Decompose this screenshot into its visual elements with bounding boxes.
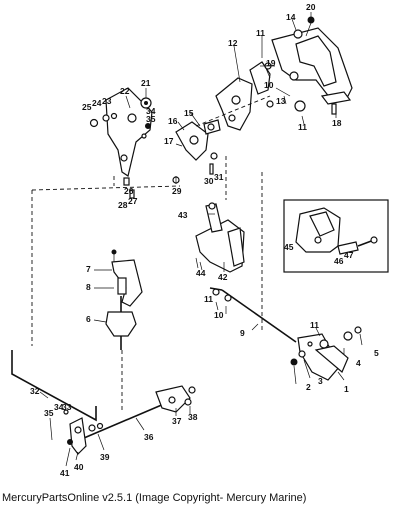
callout-34: 34 bbox=[54, 402, 64, 412]
callout-19: 19 bbox=[266, 58, 276, 68]
callout-34: 34 bbox=[146, 106, 156, 116]
callout-26: 26 bbox=[124, 186, 134, 196]
callout-10: 10 bbox=[264, 80, 274, 90]
callout-39: 39 bbox=[100, 452, 110, 462]
callout-3: 3 bbox=[318, 376, 323, 386]
callout-24: 24 bbox=[92, 98, 102, 108]
shift-lever-bracket bbox=[195, 202, 245, 273]
callout-30: 30 bbox=[204, 176, 214, 186]
callout-35: 35 bbox=[146, 114, 156, 124]
callout-18: 18 bbox=[332, 118, 342, 128]
callout-17: 17 bbox=[164, 136, 174, 146]
callout-46: 46 bbox=[334, 256, 344, 266]
callout-6: 6 bbox=[86, 314, 91, 324]
callout-15: 15 bbox=[184, 108, 194, 118]
callout-11: 11 bbox=[204, 294, 213, 304]
callout-2: 2 bbox=[306, 382, 311, 392]
callout-38: 38 bbox=[188, 412, 198, 422]
shift-bracket-assembly bbox=[215, 16, 353, 131]
callout-43: 43 bbox=[178, 210, 188, 220]
callout-25: 25 bbox=[82, 102, 92, 112]
callout-11: 11 bbox=[298, 122, 307, 132]
callout-20: 20 bbox=[306, 2, 316, 12]
callout-45: 45 bbox=[284, 242, 294, 252]
callout-leaders bbox=[39, 12, 363, 467]
callout-22: 22 bbox=[120, 86, 130, 96]
callout-36: 36 bbox=[144, 432, 154, 442]
callout-42: 42 bbox=[218, 272, 228, 282]
callout-31: 31 bbox=[214, 172, 224, 182]
callout-33: 33 bbox=[62, 402, 72, 412]
callout-21: 21 bbox=[141, 78, 151, 88]
bellcrank bbox=[123, 119, 221, 199]
copyright-caption: MercuryPartsOnline v2.5.1 (Image Copyrig… bbox=[2, 492, 307, 504]
callout-44: 44 bbox=[196, 268, 206, 278]
callout-14: 14 bbox=[286, 12, 296, 22]
callout-16: 16 bbox=[168, 116, 178, 126]
shift-lever-assembly bbox=[290, 326, 362, 381]
callout-41: 41 bbox=[60, 468, 70, 478]
callout-27: 27 bbox=[128, 196, 138, 206]
lever-bracket bbox=[89, 87, 153, 177]
callout-labels: 20 14 11 12 19 10 13 11 18 21 22 25 24 2… bbox=[30, 2, 379, 478]
callout-23: 23 bbox=[102, 96, 112, 106]
callout-5: 5 bbox=[374, 348, 379, 358]
callout-28: 28 bbox=[118, 200, 128, 210]
reference-dashed-lines bbox=[31, 95, 271, 412]
callout-32: 32 bbox=[30, 386, 40, 396]
callout-40: 40 bbox=[74, 462, 84, 472]
callout-10: 10 bbox=[214, 310, 224, 320]
callout-47: 47 bbox=[344, 250, 354, 260]
callout-4: 4 bbox=[356, 358, 361, 368]
callout-13: 13 bbox=[276, 96, 286, 106]
callout-8: 8 bbox=[86, 282, 91, 292]
parts-exploded-diagram: 20 14 11 12 19 10 13 11 18 21 22 25 24 2… bbox=[11, 2, 389, 478]
lower-shift-shaft-assembly bbox=[11, 350, 196, 455]
governor-lever-assembly bbox=[105, 249, 143, 350]
shift-rod-assembly bbox=[209, 287, 297, 343]
callout-35: 35 bbox=[44, 408, 54, 418]
inset-detail-box bbox=[283, 199, 389, 273]
callout-7: 7 bbox=[86, 264, 91, 274]
callout-11: 11 bbox=[256, 28, 265, 38]
callout-11: 11 bbox=[310, 320, 319, 330]
callout-37: 37 bbox=[172, 416, 182, 426]
callout-1: 1 bbox=[344, 384, 349, 394]
callout-9: 9 bbox=[240, 328, 245, 338]
callout-29: 29 bbox=[172, 186, 182, 196]
callout-12: 12 bbox=[228, 38, 238, 48]
